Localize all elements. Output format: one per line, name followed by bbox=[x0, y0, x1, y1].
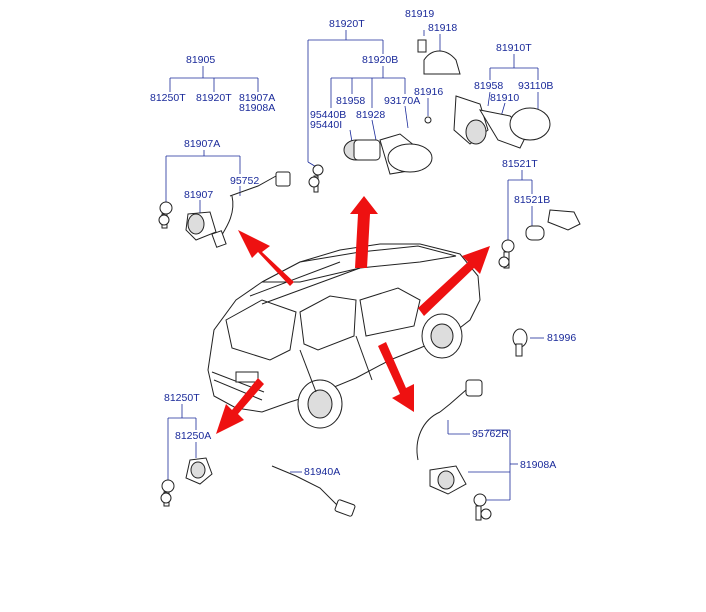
callout-81250t: 81250T bbox=[164, 392, 200, 404]
callout-81907: 81907 bbox=[184, 189, 213, 201]
callout-81907a-top: 81907A bbox=[239, 92, 275, 104]
callout-81521b: 81521B bbox=[514, 194, 550, 206]
rear-door-lock-set bbox=[416, 379, 492, 521]
callout-93110b: 93110B bbox=[518, 80, 553, 92]
release-cable bbox=[271, 465, 356, 517]
arrow-to-ignition bbox=[350, 196, 378, 268]
callout-95762r: 95762R bbox=[472, 428, 509, 440]
callout-81910t: 81910T bbox=[496, 42, 532, 54]
callout-81250a: 81250A bbox=[175, 430, 211, 442]
callout-81920b: 81920B bbox=[362, 54, 398, 66]
callout-81920t: 81920T bbox=[329, 18, 365, 30]
callout-81916: 81916 bbox=[414, 86, 443, 98]
callout-95440i: 95440I bbox=[310, 119, 342, 131]
arrow-to-front-door bbox=[418, 246, 490, 316]
ignition-lock-set bbox=[308, 39, 551, 193]
callout-93170a: 93170A bbox=[384, 95, 420, 107]
callout-81905: 81905 bbox=[186, 54, 215, 66]
callout-labels: 81905 81250T 81920T 81907A 81908A 81907A… bbox=[150, 8, 576, 478]
arrow-to-tailgate-lock bbox=[216, 378, 264, 434]
callout-81928: 81928 bbox=[356, 109, 385, 121]
callout-81919: 81919 bbox=[405, 8, 434, 20]
key-blank bbox=[512, 328, 528, 357]
callout-81250t-top: 81250T bbox=[150, 92, 186, 104]
callout-81910: 81910 bbox=[490, 92, 519, 104]
vehicle-illustration bbox=[207, 243, 481, 429]
leader-lines bbox=[165, 30, 544, 501]
callout-81908a-top: 81908A bbox=[239, 102, 275, 114]
tailgate-lock bbox=[160, 457, 213, 507]
callout-81907a: 81907A bbox=[184, 138, 220, 150]
callout-81521t: 81521T bbox=[502, 158, 538, 170]
callout-81908a: 81908A bbox=[520, 459, 556, 471]
direction-arrows bbox=[216, 196, 490, 434]
callout-95752: 95752 bbox=[230, 175, 259, 187]
arrow-to-tailgate-handle bbox=[238, 230, 294, 286]
callout-81958-a: 81958 bbox=[336, 95, 365, 107]
callout-81996: 81996 bbox=[547, 332, 576, 344]
callout-81958-b: 81958 bbox=[474, 80, 503, 92]
callout-81940a: 81940A bbox=[304, 466, 340, 478]
part-sketches bbox=[158, 39, 581, 521]
liftgate-lock-set bbox=[158, 171, 291, 248]
callout-81920t-top: 81920T bbox=[196, 92, 232, 104]
callout-95440b: 95440B bbox=[310, 109, 346, 121]
callout-81918: 81918 bbox=[428, 22, 457, 34]
arrow-to-rear-door bbox=[378, 342, 414, 412]
front-door-cylinder bbox=[498, 209, 581, 269]
